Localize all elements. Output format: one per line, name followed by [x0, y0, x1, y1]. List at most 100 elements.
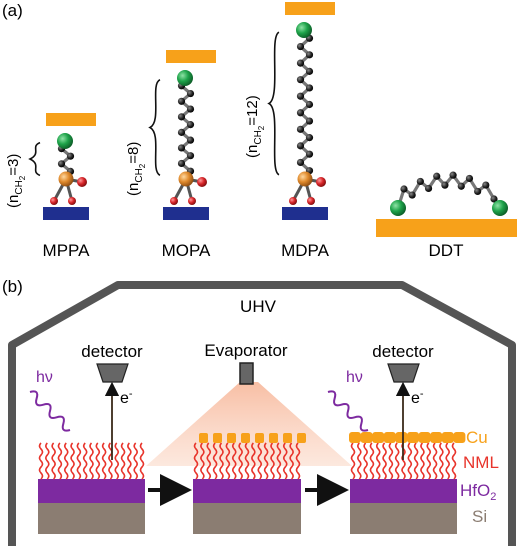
si-layer: [350, 502, 457, 534]
evaporator-source: [239, 362, 254, 385]
molecule-label-mopa: MOPA: [162, 241, 211, 260]
cu-cluster: [297, 433, 306, 443]
oxygen-atom: [170, 197, 178, 205]
brace: [28, 141, 41, 177]
carbon-atom: [186, 105, 195, 113]
carbon-atom: [66, 152, 75, 160]
cu-cluster: [395, 432, 408, 443]
carbon-atom: [177, 144, 186, 152]
carbon-atom: [296, 92, 305, 100]
sample-stack-middle: [193, 433, 306, 534]
carbon-atom: [177, 97, 186, 105]
oxygen-atom: [197, 177, 207, 187]
nml-molecule: [413, 442, 419, 480]
nml-molecule: [251, 442, 256, 480]
cu-cluster: [407, 432, 419, 443]
nml-molecule: [350, 442, 356, 480]
cu-cluster: [372, 432, 385, 443]
carbon-atom: [296, 109, 305, 117]
molecule-label-mdpa: MDPA: [281, 241, 330, 260]
nml-molecule: [120, 442, 126, 480]
carbon-atom: [186, 152, 195, 160]
nml-molecule: [369, 442, 375, 480]
oxygen-atom: [316, 177, 326, 187]
nml-molecule: [127, 442, 132, 480]
gold-substrate: [376, 219, 517, 237]
nml-molecule: [101, 442, 107, 480]
carbon-atom: [305, 150, 314, 158]
carbon-atom: [441, 181, 449, 189]
carbon-atom: [186, 121, 195, 129]
carbon-atom: [296, 142, 305, 150]
cu-cluster: [255, 433, 264, 443]
electron-label-right: e-: [411, 388, 424, 407]
detector-label-right: detector: [372, 342, 434, 361]
nml-molecule: [45, 442, 50, 480]
detector-label-left: detector: [81, 342, 143, 361]
carbon-atom: [57, 160, 66, 168]
hfo2-layer: [350, 479, 457, 503]
nml-molecule: [451, 442, 457, 480]
carbon-atom: [416, 177, 424, 186]
nml-molecule: [219, 442, 224, 480]
cu-cluster: [227, 433, 236, 443]
molecule-label-ddt: DDT: [429, 241, 464, 260]
cu-cluster: [383, 432, 396, 443]
carbon-atom: [296, 59, 305, 67]
oxygen-atom: [188, 197, 196, 205]
nml-molecule: [439, 442, 444, 480]
hfo2-layer: [38, 479, 145, 503]
nml-molecule: [270, 442, 275, 480]
nml-molecule: [426, 442, 432, 480]
brace-label-mppa: (nCH2=3): [5, 154, 27, 208]
phosphorus-atom: [297, 171, 313, 187]
nml-molecule: [289, 442, 294, 480]
nml-molecule: [139, 442, 145, 480]
legend-si: Si: [472, 507, 487, 526]
nml-molecule: [63, 442, 69, 480]
nml-molecule: [206, 442, 212, 480]
si-layer: [38, 502, 145, 534]
molecule-mppa: [28, 113, 96, 220]
carbon-atom: [457, 182, 465, 190]
carbon-atom: [400, 185, 408, 193]
molecule-mdpa: [267, 2, 335, 220]
cu-cluster: [418, 432, 431, 443]
top-electrode: [166, 50, 216, 63]
cu-cluster: [441, 432, 454, 443]
photon-wave-right: [327, 390, 369, 432]
nml-molecule: [445, 442, 450, 480]
svg-text:(nCH2=12): (nCH2=12): [244, 95, 266, 158]
photon-label-left: hν: [36, 369, 53, 386]
carbon-atom: [474, 187, 482, 196]
evaporator-label: Evaporator: [204, 341, 287, 360]
photon-label-right: hν: [346, 369, 363, 386]
carbon-atom: [305, 100, 314, 109]
nml-molecule: [225, 442, 231, 480]
nml-molecule: [407, 442, 413, 480]
cu-cluster: [269, 433, 278, 443]
nml-molecule: [432, 442, 438, 480]
molecules-group: [28, 2, 517, 237]
terminal-group: [296, 22, 312, 38]
alkyl-chain: [396, 173, 502, 209]
terminal-group: [177, 70, 193, 86]
uhv-chamber: [8, 281, 516, 546]
nml-molecule: [95, 442, 101, 480]
carbon-atom: [305, 67, 314, 75]
carbon-atom: [490, 195, 498, 203]
carbon-atom: [305, 117, 314, 125]
top-electrode: [46, 113, 96, 126]
evaporation-plume: [146, 382, 352, 466]
carbon-atom: [465, 174, 474, 183]
carbon-atom: [424, 184, 433, 193]
nml-molecule: [295, 442, 301, 480]
carbon-atom: [482, 181, 490, 189]
cu-cluster: [241, 433, 250, 443]
nml-molecule: [133, 442, 138, 480]
cu-cluster: [360, 432, 373, 443]
si-layer: [193, 502, 301, 534]
brace-label-mdpa: (nCH2=12): [244, 95, 266, 158]
nml-molecule: [363, 442, 368, 480]
